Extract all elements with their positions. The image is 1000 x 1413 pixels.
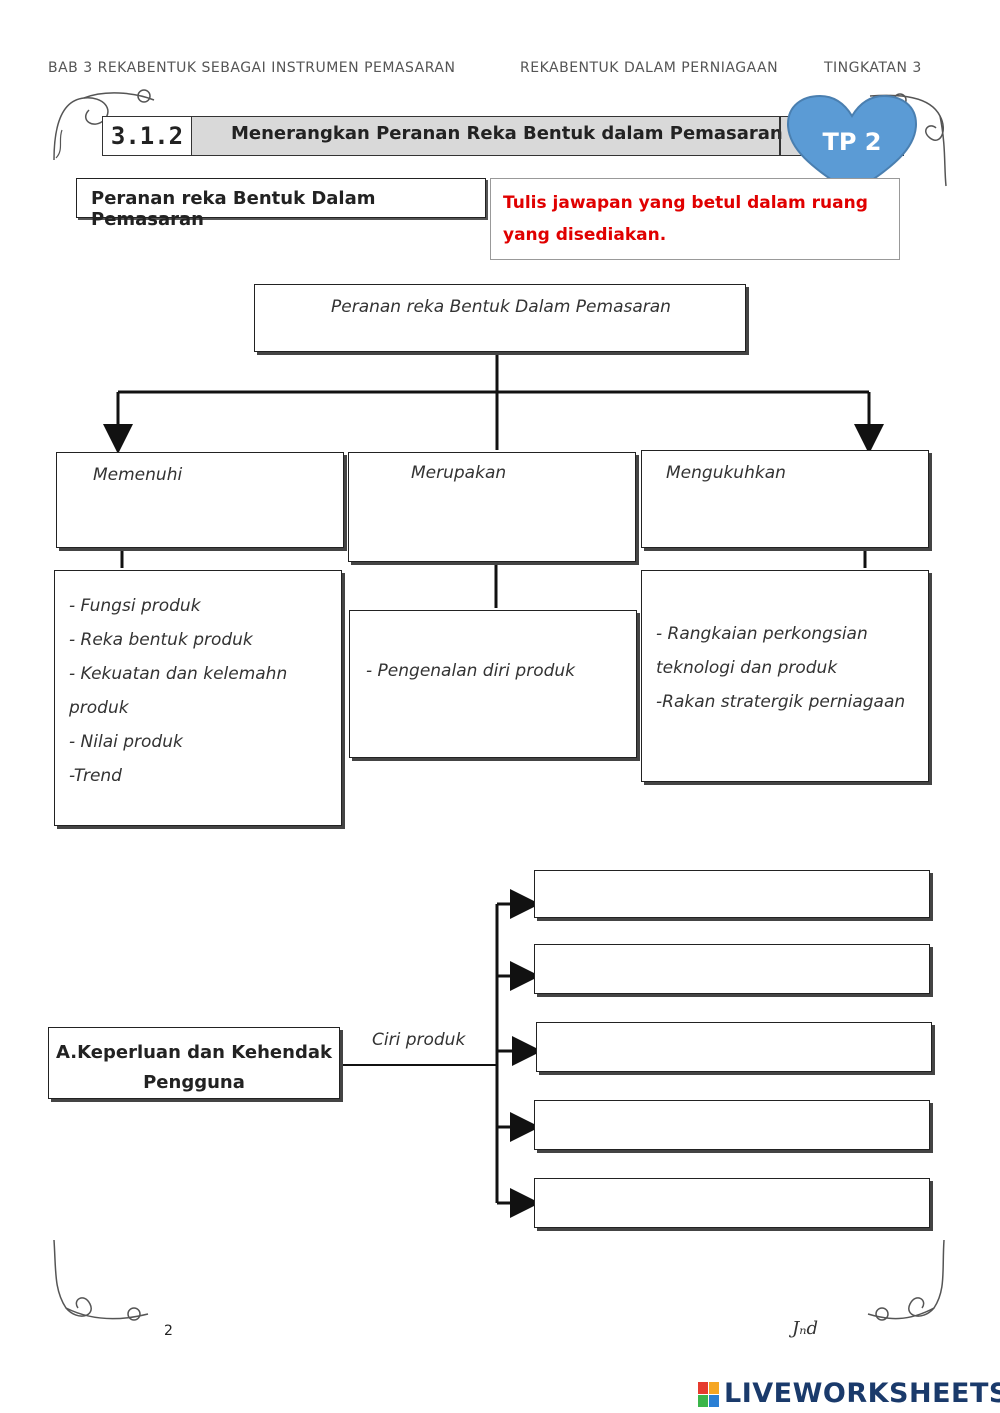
branch-items-1: - Fungsi produk - Reka bentuk produk - K… (69, 589, 335, 793)
title-number: 3.1.2 (103, 117, 192, 155)
branch-heading-box-1: Memenuhi (56, 452, 344, 548)
instruction-text: Tulis jawapan yang betul dalam ruang yan… (503, 193, 868, 245)
tree-root-text: Peranan reka Bentuk Dalam Pemasaran (331, 297, 671, 317)
title-divider (779, 117, 781, 155)
branch-item: - Kekuatan dan kelemahn (69, 664, 288, 684)
section-a-label: A.Keperluan dan Kehendak Pengguna (49, 1038, 339, 1098)
branch-items-3: - Rangkaian perkongsian teknologi dan pr… (656, 617, 922, 719)
branch-heading-2: Merupakan (411, 463, 507, 483)
branch-item: - Pengenalan diri produk (366, 661, 576, 681)
branch-heading-1: Memenuhi (93, 465, 183, 485)
section-label: Peranan reka Bentuk Dalam Pemasaran (91, 188, 376, 230)
branch-item: - Fungsi produk (69, 596, 201, 616)
branch-item: - Reka bentuk produk (69, 630, 253, 650)
instruction-box: Tulis jawapan yang betul dalam ruang yan… (490, 178, 900, 260)
section-a-label-line2: Pengguna (143, 1072, 245, 1093)
branch-heading-3: Mengukuhkan (666, 463, 786, 483)
answer-box-2[interactable] (534, 944, 930, 994)
header-topic: REKABENTUK DALAM PERNIAGAAN (520, 60, 779, 76)
tree-root-box: Peranan reka Bentuk Dalam Pemasaran (254, 284, 746, 352)
branch-item: -Trend (69, 766, 122, 786)
section-a-label-box: A.Keperluan dan Kehendak Pengguna (48, 1027, 340, 1099)
answer-box-3[interactable] (536, 1022, 932, 1072)
header-form: TINGKATAN 3 (824, 60, 922, 76)
branch-heading-box-3: Mengukuhkan (641, 450, 929, 548)
corner-ornament-top-left (53, 89, 155, 161)
branch-item: -Rakan stratergik perniagaan (656, 692, 906, 712)
branch-items-box-1: - Fungsi produk - Reka bentuk produk - K… (54, 570, 342, 826)
answer-box-4[interactable] (534, 1100, 930, 1150)
liveworksheets-brand: LIVEWORKSHEETS (724, 1378, 1000, 1409)
page-number: 2 (164, 1323, 173, 1339)
signature: Jₙd (792, 1318, 819, 1339)
corner-ornament-bottom-left (53, 1239, 149, 1321)
section-label-box: Peranan reka Bentuk Dalam Pemasaran (76, 178, 486, 230)
header-chapter: BAB 3 REKABENTUK SEBAGAI INSTRUMEN PEMAS… (48, 60, 456, 76)
branch-item: produk (69, 698, 129, 718)
branch-item: teknologi dan produk (656, 658, 838, 678)
heart-icon (786, 94, 918, 196)
liveworksheets-logo-icon (698, 1382, 720, 1408)
tp-heart-badge: TP 2 (784, 94, 920, 198)
branch-item: - Rangkaian perkongsian (656, 624, 868, 644)
tp-badge-text: TP 2 (822, 128, 882, 156)
answer-box-5[interactable] (534, 1178, 930, 1228)
answer-box-1[interactable] (534, 870, 930, 918)
branch-items-box-2: - Pengenalan diri produk (349, 610, 637, 758)
corner-ornament-bottom-right (867, 1239, 945, 1321)
section-a-label-line1: A.Keperluan dan Kehendak (56, 1042, 332, 1063)
branch-item: - Nilai produk (69, 732, 183, 752)
branch-items-box-3: - Rangkaian perkongsian teknologi dan pr… (641, 570, 929, 782)
connector-label: Ciri produk (372, 1030, 466, 1050)
title-text: Menerangkan Peranan Reka Bentuk dalam Pe… (231, 123, 783, 144)
branch-heading-box-2: Merupakan (348, 452, 636, 562)
